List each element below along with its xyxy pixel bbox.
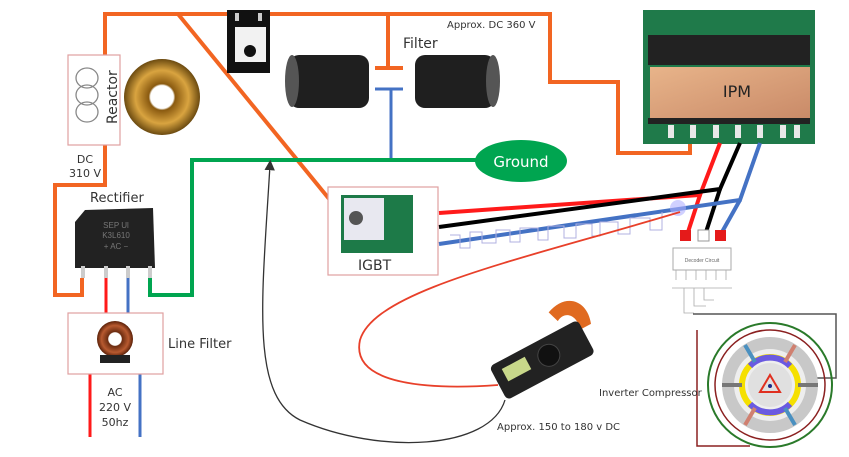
ac-input-wires — [88, 278, 142, 437]
dc-310-label-2: 310 V — [69, 167, 101, 180]
clamp-meter-image — [490, 301, 594, 399]
positive-bus-wire — [53, 12, 692, 297]
black-probe-lead — [262, 159, 506, 444]
svg-text:SEP Ul: SEP Ul — [103, 221, 129, 230]
line-filter — [67, 312, 164, 375]
svg-text:K3L610: K3L610 — [102, 231, 130, 240]
ground-badge — [475, 140, 567, 182]
ac-label-3: 50hz — [102, 416, 129, 429]
inverter-compressor-motor — [693, 313, 837, 448]
ac-label-2: 220 V — [99, 401, 131, 414]
inverter-compressor-label: Inverter Compressor — [599, 388, 703, 399]
ipm-module-image — [643, 10, 815, 144]
filter-label: Filter — [403, 36, 438, 52]
ground-label: Ground — [493, 153, 548, 171]
reactor-label: Reactor — [105, 70, 121, 124]
ground-wire — [148, 158, 500, 297]
reactor: Reactor — [67, 54, 121, 146]
line-filter-label: Line Filter — [168, 337, 232, 352]
decoder-circuit: Decoder Circuit — [672, 229, 732, 314]
cursor-highlight — [670, 200, 686, 216]
filter-capacitor-left — [285, 55, 369, 108]
igbt-label: IGBT — [358, 258, 392, 274]
dc-310-label-1: DC — [77, 153, 93, 166]
common-mode-choke-image — [97, 321, 133, 357]
svg-text:+ AC −: + AC − — [104, 242, 129, 251]
decoder-circuit-label: Decoder Circuit — [685, 258, 720, 264]
coil-symbol — [75, 67, 99, 123]
filter-capacitor-right — [415, 55, 500, 108]
approx-150-180-label: Approx. 150 to 180 v DC — [497, 422, 620, 433]
igbt: IGBT — [327, 186, 439, 276]
power-transistor-image — [227, 10, 270, 73]
rectifier-label: Rectifier — [90, 191, 144, 206]
phase-wires — [438, 142, 762, 246]
red-probe-lead — [358, 211, 681, 388]
ac-label-1: AC — [107, 386, 122, 399]
pwm-waveform — [450, 212, 663, 249]
rectifier-bridge-image: SEP Ul K3L610 + AC − — [75, 208, 155, 278]
approx-dc-360-label: Approx. DC 360 V — [447, 20, 536, 31]
capacitor-negative-wire — [375, 87, 403, 160]
ipm-label: IPM — [723, 82, 751, 101]
